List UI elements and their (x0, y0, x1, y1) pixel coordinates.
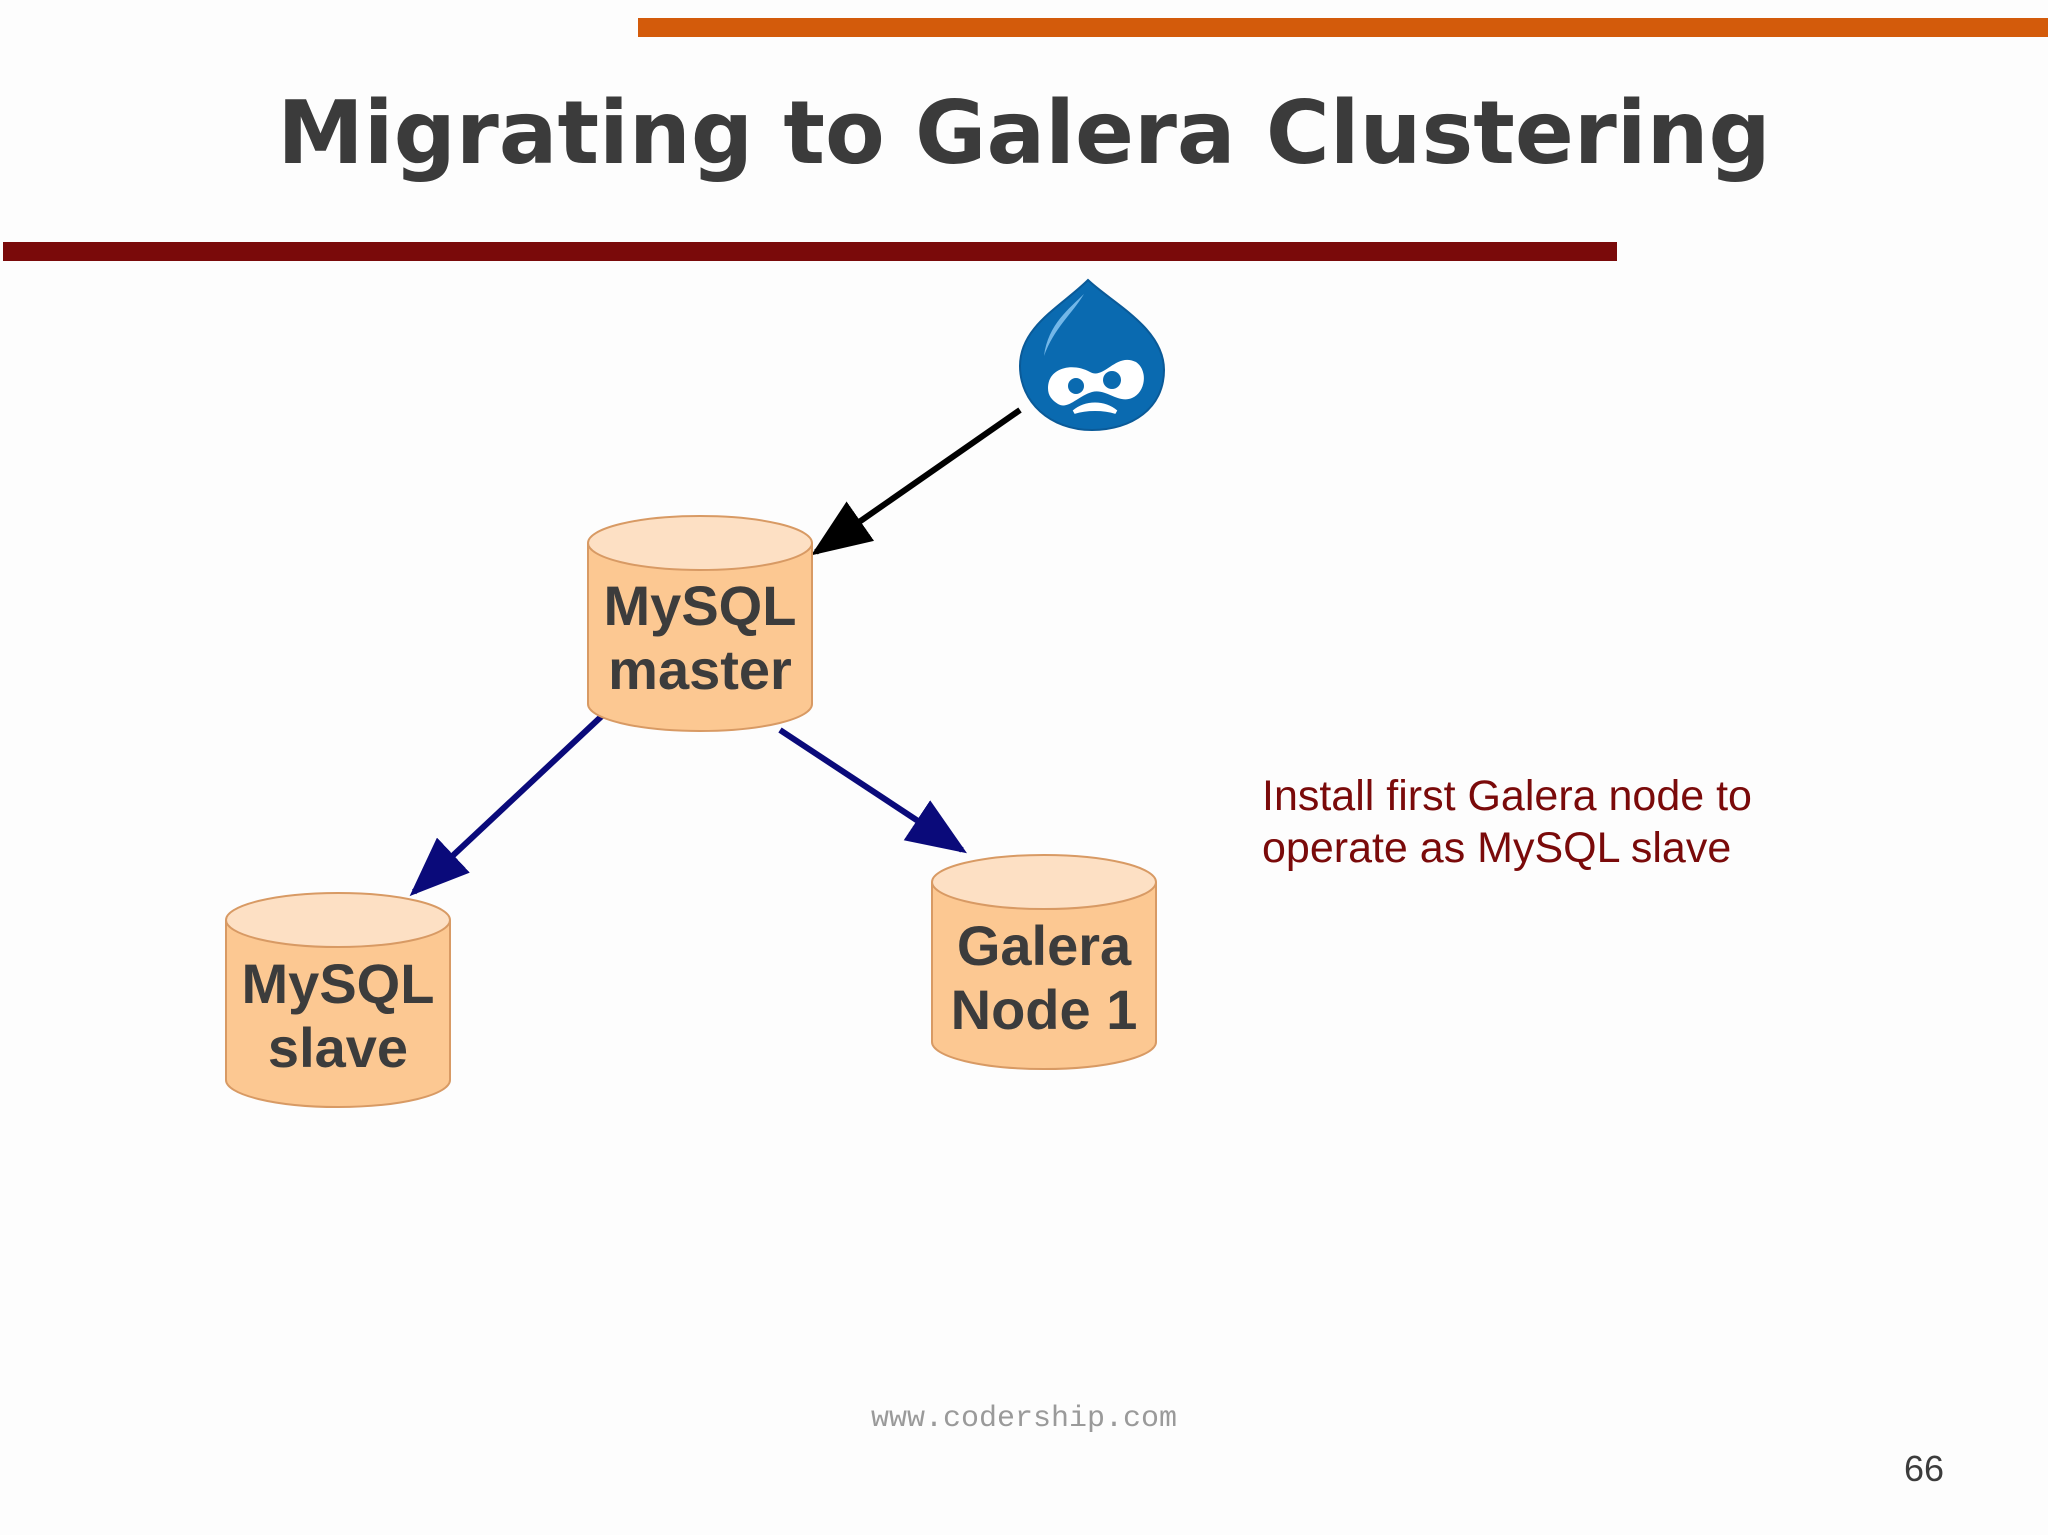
explanation-note: Install first Galera node to operate as … (1262, 770, 1752, 874)
footer-url: www.codership.com (870, 1402, 1178, 1436)
edge-drupal-to-master (811, 407, 1022, 556)
explanation-note-line2: operate as MySQL slave (1262, 824, 1732, 872)
explanation-note-line1: Install first Galera node to (1262, 772, 1752, 820)
mysql-slave-cylinder (225, 892, 451, 1108)
mysql-master-label-line2: master (608, 638, 792, 701)
galera-node-label: Galera Node 1 (932, 914, 1156, 1042)
mysql-master-label-line1: MySQL (603, 574, 797, 637)
edge-master-to-galera (778, 727, 968, 854)
mysql-master-label: MySQL master (588, 574, 812, 702)
mysql-slave-label-line2: slave (267, 1016, 409, 1079)
drupal-drop-icon (1018, 278, 1166, 432)
title-underline-bar (3, 242, 1617, 261)
top-accent-bar (638, 18, 2048, 37)
galera-node-label-line2: Node 1 (950, 978, 1138, 1041)
edge-master-to-slave (409, 711, 607, 897)
galera-node-cylinder (931, 854, 1157, 1070)
galera-node-label-line1: Galera (956, 914, 1132, 977)
mysql-slave-label: MySQL slave (226, 952, 450, 1080)
mysql-master-cylinder (587, 515, 813, 732)
slide-title: Migrating to Galera Clustering (277, 82, 1771, 184)
page-number: 66 (1903, 1448, 1944, 1489)
mysql-slave-label-line1: MySQL (241, 952, 435, 1015)
